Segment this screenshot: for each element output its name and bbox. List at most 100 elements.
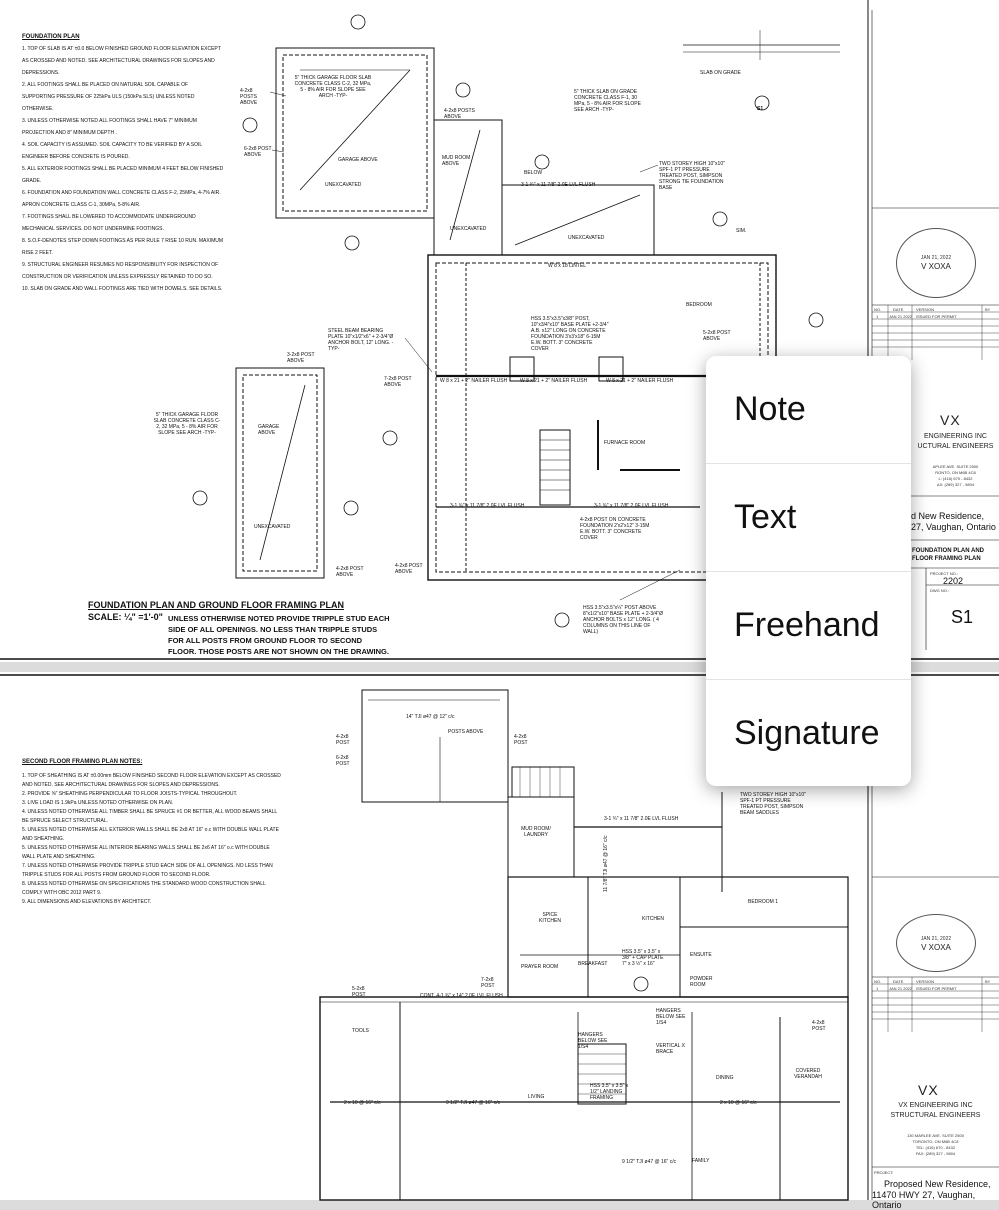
note-line: 1. TOP OF SLAB IS AT ±0.0 BELOW FINISHED… [22, 46, 221, 52]
rev-no-header: NO. [874, 307, 882, 312]
firm-type-2: STRUCTURAL ENGINEERS [890, 1112, 981, 1119]
tools-label: TOOLS [352, 1028, 369, 1034]
unexcavated-label-2: UNEXCAVATED [450, 226, 487, 232]
post-label-52: 5-2x8 POST [352, 986, 366, 998]
joist-label-2: 2 x 10 @ 16" c/c [720, 1100, 757, 1106]
lintel-label: W 8 x 18 LINTEL [548, 263, 587, 269]
note-line: 4. UNLESS NOTED OTHERWISE ALL TIMBER SHA… [22, 809, 278, 815]
firm-address-1-2: 130 MARLEE AVE. SUITE 2500 [907, 1133, 964, 1138]
note-line: 4. SOIL CAPACITY IS ASSUMED. SOIL CAPACI… [22, 142, 203, 148]
rev-by-header-2: BY [985, 979, 991, 984]
below-label: BELOW [524, 170, 543, 176]
cont-lvl-label: CONT. 4-1 ¾" x 14" 2.0E LVL FLUSH [420, 993, 503, 999]
note-line: 6. FOUNDATION AND FOUNDATION WALL CONCRE… [22, 190, 221, 196]
rev-version-header-2: VERSION [916, 979, 935, 984]
firm-address-2-2: TORONTO, ON M6B 4C8 [912, 1139, 959, 1144]
note-line: 8. S.O.F-DENOTES STEP DOWN FOOTINGS AS P… [22, 238, 224, 244]
slab-on-grade-label: 5" THICK SLAB ON GRADE CONCRETE CLASS F-… [574, 89, 641, 113]
furnace-room-label: FURNACE ROOM [604, 440, 646, 446]
post-above-label-3: 3-2x8 POST ABOVE [287, 352, 315, 364]
menu-divider [706, 571, 911, 572]
second-floor-plan-drawing [0, 674, 999, 1201]
note-line: AND NOTED. SEE ARCHITECTURAL DRAWINGS FO… [22, 782, 220, 788]
unexcavated-label-1: UNEXCAVATED [325, 182, 362, 188]
note-line: 7. UNLESS NOTED OTHERWISE PROVIDE TRIPPL… [22, 863, 273, 869]
note-line: UNLESS OTHERWISE NOTED PROVIDE TRIPPLE S… [168, 614, 390, 623]
rev-date-header: DATE [893, 307, 904, 312]
firm-name: ENGINEERING INC [923, 433, 987, 440]
note-line: RISE 2 FEET. [22, 250, 53, 256]
note-line: TRIPPLE STUDS FOR ALL POSTS FROM GROUND … [22, 872, 211, 878]
firm-logo: VX [940, 412, 961, 428]
note-line: OTHERWISE. [22, 106, 54, 112]
bedroom-label: BEDROOM [686, 302, 712, 308]
project-name-2: 27, Vaughan, Ontario [911, 522, 996, 532]
post-label-42-right: 4-2x8 POST [514, 734, 528, 746]
mud-laundry-label: MUD ROOM/ LAUNDRY [521, 826, 551, 838]
note-line: 10. SLAB ON GRADE AND WALL FOOTINGS ARE … [22, 286, 223, 292]
lvl-flush-label-3: 3-1 ¾" x 11 7/8" 2.0E LVL FLUSH [594, 503, 669, 509]
dwg-no: S1 [951, 607, 974, 627]
firm-type: UCTURAL ENGINEERS [917, 443, 994, 450]
hangers-label: HANGERS BELOW SEE 1/S4 [578, 1032, 608, 1050]
two-storey-label: TWO STOREY HIGH 10"x10" SPF-1 PT PRESSUR… [740, 792, 806, 816]
project-no: 2202 [943, 576, 964, 586]
spice-kitchen-label: SPICE KITCHEN [539, 912, 561, 924]
note-line: 7. FOOTINGS SHALL BE LOWERED TO ACCOMMOD… [22, 214, 196, 220]
menu-item-signature[interactable]: Signature [706, 680, 911, 787]
beam-w8-label-2: W 8 x 21 + 2" NAILER FLUSH [520, 378, 588, 384]
firm-address-1: APLEE AVE. SUITE 2500 [932, 464, 979, 469]
two-storey-post-label: TWO STOREY HIGH 10"x10" SPF-1 PT PRESSUR… [659, 161, 725, 191]
note-line: FOR ALL POSTS FROM GROUND FLOOR TO SECON… [168, 636, 363, 645]
menu-item-text[interactable]: Text [706, 464, 911, 571]
menu-item-note[interactable]: Note [706, 356, 911, 463]
note-line: BE SPRUCE SELECT STRUCTURAL. [22, 818, 109, 824]
note-line: 5. UNLESS NOTED OTHERWISE ALL EXTERIOR W… [22, 827, 279, 833]
lvl-flush-label: 3-1 ¾" x 11 7/8" 2.0E LVL FLUSH [604, 816, 679, 822]
firm-fax-2: FAX: (289) 327 - 9804 [915, 1151, 956, 1156]
hss-base-label: HSS 3.5"x3.5"x¼" POST ABOVE 8"x1/2"x10" … [583, 605, 663, 635]
sim-label: SIM. [736, 228, 747, 234]
tji-label: 14" TJI ø47 @ 12" c/c [406, 714, 455, 720]
powder-room-label: POWDER ROOM [690, 976, 713, 988]
rev-version-header: VERSION [916, 307, 935, 312]
note-line: 3. UNLESS OTHERWISE NOTED ALL FOOTINGS S… [22, 118, 197, 124]
engineer-stamp: JAN 21, 2022 V XOXA [896, 228, 976, 298]
note-line: DEPRESSIONS. [22, 70, 60, 76]
hangers-label-2: HANGERS BELOW SEE 1/S4 [656, 1008, 686, 1026]
note-line: APRON CONCRETE CLASS C-1, 30MPa, 5-8% AI… [22, 202, 141, 208]
post-label-42: 4-2x8 POST [336, 734, 350, 746]
note-line: 5. UNLESS NOTED OTHERWISE ALL INTERIOR B… [22, 845, 270, 851]
note-line: COMPLY WITH OBC 2012 PART 9. [22, 890, 102, 896]
beam-w8-label-3: W 8 x 21 + 2" NAILER FLUSH [606, 378, 674, 384]
project-label-2: PROJECT: [874, 1170, 894, 1175]
firm-name-2: VX ENGINEERING INC [898, 1102, 973, 1109]
tji11-label: 11 7/8" TJI ø47 @ 16" c/c [603, 835, 609, 892]
note-line: PROJECTION AND 8" MINIMUM DEPTH . [22, 130, 117, 136]
rev-no-header-2: NO. [874, 979, 882, 984]
post-concrete-label: 4-2x8 POST ON CONCRETE FOUNDATION 2'x2'x… [580, 517, 650, 541]
vertical-brace-label: VERTICAL X BRACE [656, 1043, 685, 1055]
posts-above-label-1: 4-2x8 POSTS ABOVE [240, 88, 258, 106]
garage-slab-label: 5" THICK GARAGE FLOOR SLAB CONCRETE CLAS… [294, 75, 372, 99]
post-label-42-c: 4-2x8 POST [812, 1020, 826, 1032]
note-line: FLOOR. THOSE POSTS ARE NOT SHOWN ON THE … [168, 647, 389, 656]
tji9-label: 9 1/2" TJI ø47 @ 16" c/c [446, 1100, 501, 1106]
prayer-room-label: PRAYER ROOM [521, 964, 559, 970]
note-line: 2. ALL FOOTINGS SHALL BE PLACED ON NATUR… [22, 82, 189, 88]
firm-fax: AX: (289) 327 - 9804 [936, 482, 975, 487]
posts-above-label: POSTS ABOVE [448, 729, 484, 735]
firm-logo-2: VX [918, 1082, 939, 1098]
joist-label-1: 2 x 10 @ 16" c/c [344, 1100, 381, 1106]
note-line: 1. TOP OF SHEATHING IS AT ±0.00mm BELOW … [22, 773, 281, 779]
menu-item-note-label: Note [734, 390, 806, 428]
menu-item-freehand[interactable]: Freehand [706, 572, 911, 679]
note-line: AS CROSSED AND NOTED. SEE ARCHITECTURAL … [22, 58, 215, 64]
post-above-label-4: 4-2x8 POST ABOVE [336, 566, 364, 578]
plan-title: FOUNDATION PLAN AND GROUND FLOOR FRAMING… [88, 600, 344, 610]
firm-phone: L: (416) 670 - 8432 [938, 476, 973, 481]
dwg-no-label: DWG NO.: [930, 588, 950, 593]
detail-note: SLAB ON GRADE [700, 70, 741, 76]
project-name-1: d New Residence, [911, 511, 985, 521]
annotation-menu: Note Text Freehand Signature [706, 356, 911, 786]
